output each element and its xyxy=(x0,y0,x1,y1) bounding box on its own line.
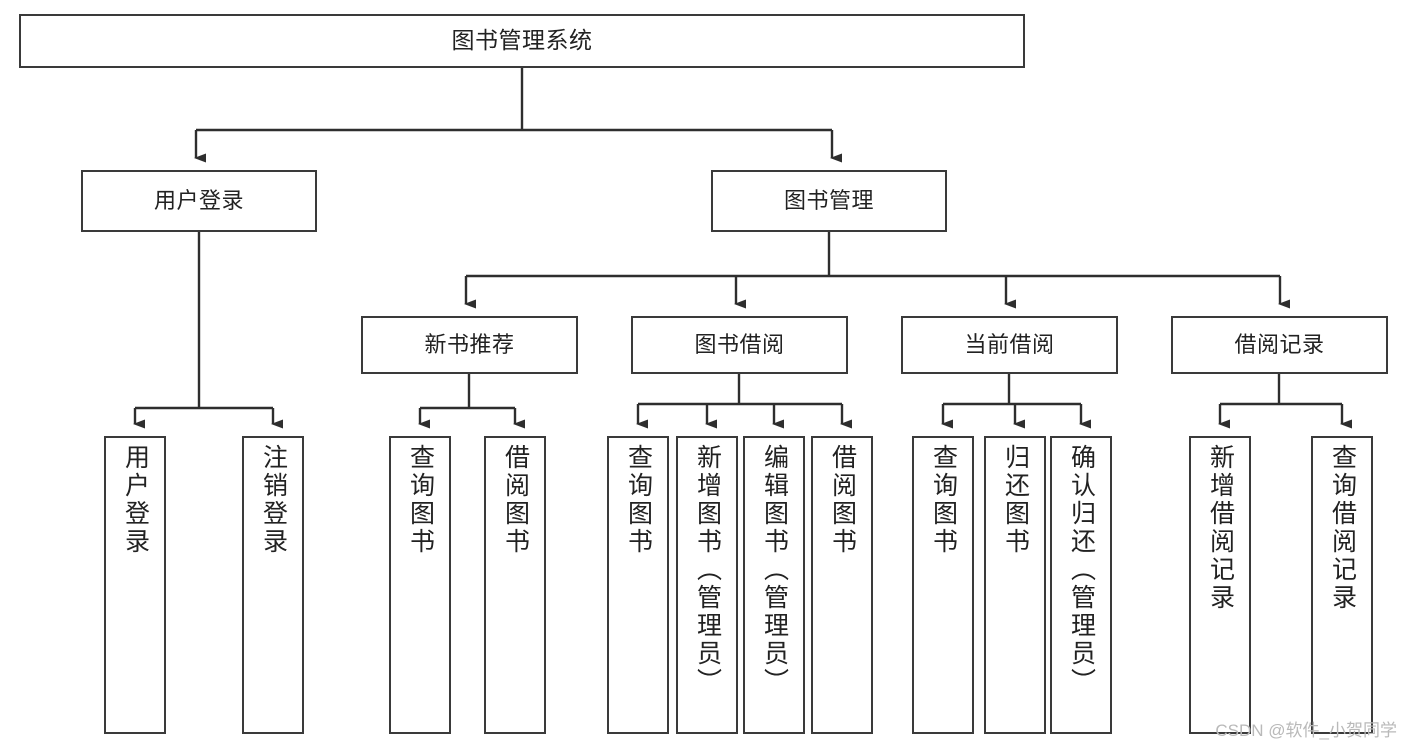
node-leaf-add-book[interactable]: 新增图书（管理员） xyxy=(676,436,738,734)
node-book-manage[interactable]: 图书管理 xyxy=(711,170,947,232)
node-leaf-query-record-label: 查询借阅记录 xyxy=(1328,444,1357,612)
node-leaf-query-book-3[interactable]: 查询图书 xyxy=(912,436,974,734)
node-leaf-return-book[interactable]: 归还图书 xyxy=(984,436,1046,734)
node-leaf-query-book-1[interactable]: 查询图书 xyxy=(389,436,451,734)
node-leaf-user-login[interactable]: 用户登录 xyxy=(104,436,166,734)
node-current-borrow-label: 当前借阅 xyxy=(964,332,1055,358)
node-leaf-add-record-label: 新增借阅记录 xyxy=(1206,444,1235,612)
node-root[interactable]: 图书管理系统 xyxy=(19,14,1025,68)
node-user-login[interactable]: 用户登录 xyxy=(81,170,317,232)
node-root-label: 图书管理系统 xyxy=(451,27,593,54)
node-leaf-return-book-label: 归还图书 xyxy=(1001,444,1030,556)
watermark: CSDN @软件_小贺同学 xyxy=(1215,721,1397,740)
node-leaf-query-book-2[interactable]: 查询图书 xyxy=(607,436,669,734)
node-new-book-recommend[interactable]: 新书推荐 xyxy=(361,316,578,374)
node-book-manage-label: 图书管理 xyxy=(783,188,874,214)
node-book-borrow-label: 图书借阅 xyxy=(694,332,785,358)
node-leaf-add-record[interactable]: 新增借阅记录 xyxy=(1189,436,1251,734)
node-leaf-edit-book-label: 编辑图书（管理员） xyxy=(760,444,789,696)
node-leaf-user-login-label: 用户登录 xyxy=(121,444,150,556)
node-leaf-borrow-book-1[interactable]: 借阅图书 xyxy=(484,436,546,734)
node-leaf-borrow-book-2[interactable]: 借阅图书 xyxy=(811,436,873,734)
node-user-login-label: 用户登录 xyxy=(153,188,244,214)
node-leaf-query-book-3-label: 查询图书 xyxy=(929,444,958,556)
node-leaf-query-book-1-label: 查询图书 xyxy=(406,444,435,556)
node-leaf-borrow-book-1-label: 借阅图书 xyxy=(501,444,530,556)
node-leaf-logout[interactable]: 注销登录 xyxy=(242,436,304,734)
node-leaf-confirm-return[interactable]: 确认归还（管理员） xyxy=(1050,436,1112,734)
node-current-borrow[interactable]: 当前借阅 xyxy=(901,316,1118,374)
node-leaf-borrow-book-2-label: 借阅图书 xyxy=(828,444,857,556)
node-borrow-record[interactable]: 借阅记录 xyxy=(1171,316,1388,374)
node-leaf-logout-label: 注销登录 xyxy=(259,444,288,556)
node-new-book-recommend-label: 新书推荐 xyxy=(424,332,515,358)
node-book-borrow[interactable]: 图书借阅 xyxy=(631,316,848,374)
node-leaf-confirm-return-label: 确认归还（管理员） xyxy=(1067,444,1096,696)
node-leaf-add-book-label: 新增图书（管理员） xyxy=(693,444,722,696)
node-leaf-query-book-2-label: 查询图书 xyxy=(624,444,653,556)
node-leaf-query-record[interactable]: 查询借阅记录 xyxy=(1311,436,1373,734)
node-borrow-record-label: 借阅记录 xyxy=(1234,332,1325,358)
node-leaf-edit-book[interactable]: 编辑图书（管理员） xyxy=(743,436,805,734)
